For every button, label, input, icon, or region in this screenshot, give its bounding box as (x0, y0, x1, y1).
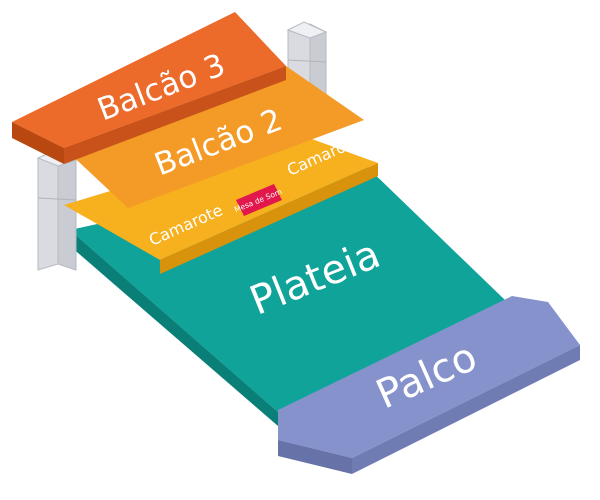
section-camarote[interactable] (64, 134, 378, 274)
section-palco[interactable]: Palco (278, 296, 580, 474)
pillar-front-left (36, 149, 78, 271)
